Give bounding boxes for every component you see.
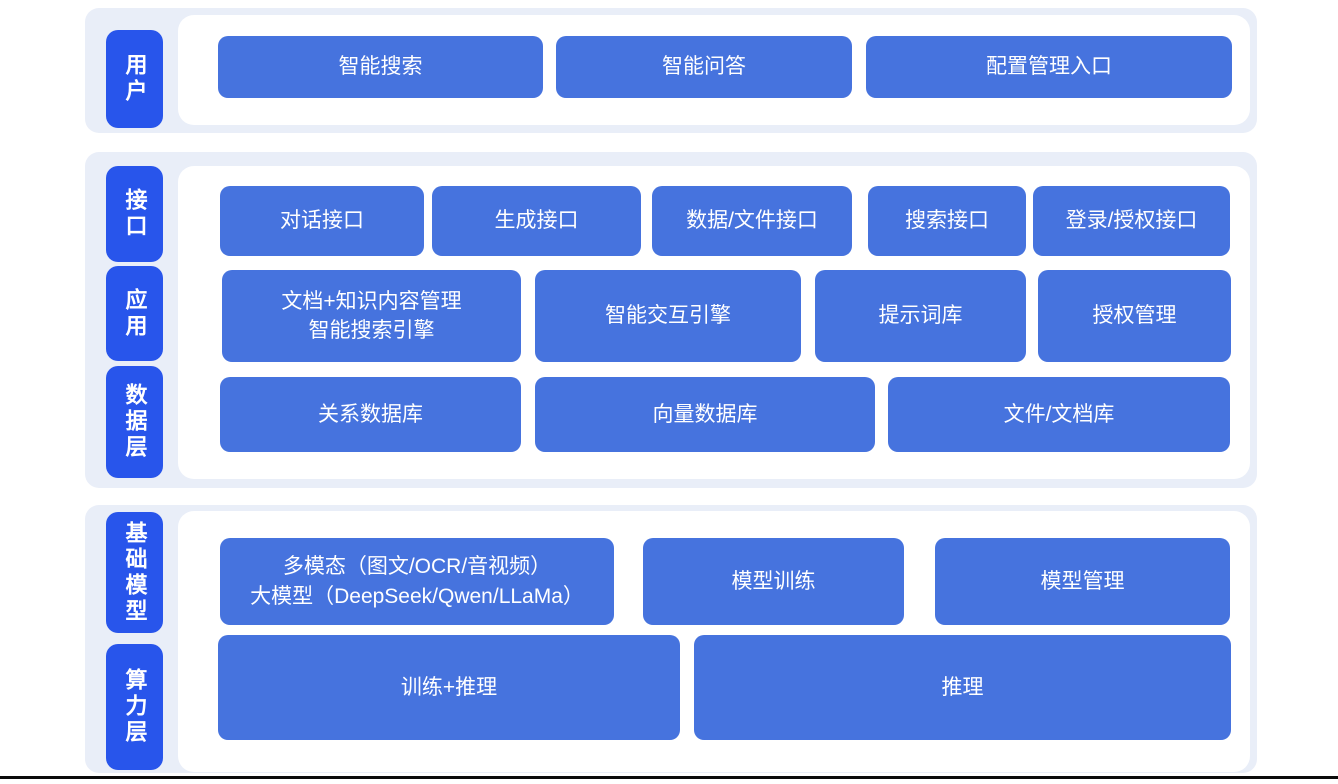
node-login-auth-api: 登录/授权接口 (1033, 186, 1230, 256)
layer-tab-interface-label: 接口 (122, 188, 148, 240)
node-doc-knowledge-management-search-engine: 文档+知识内容管理 智能搜索引擎 (222, 270, 521, 362)
node-vector-db: 向量数据库 (535, 377, 875, 452)
node-generation-api: 生成接口 (432, 186, 641, 256)
node-auth-management: 授权管理 (1038, 270, 1231, 362)
node-dialog-api: 对话接口 (220, 186, 424, 256)
layer-tab-user: 用户 (106, 30, 163, 128)
node-intelligent-interaction-engine: 智能交互引擎 (535, 270, 801, 362)
layer-tab-compute: 算力层 (106, 644, 163, 770)
node-relational-db: 关系数据库 (220, 377, 521, 452)
node-prompt-library: 提示词库 (815, 270, 1026, 362)
node-config-management-entry: 配置管理入口 (866, 36, 1232, 98)
layer-tab-data: 数据层 (106, 366, 163, 478)
node-file-doc-store: 文件/文档库 (888, 377, 1230, 452)
node-search-api: 搜索接口 (868, 186, 1026, 256)
node-intelligent-qa: 智能问答 (556, 36, 852, 98)
node-inference: 推理 (694, 635, 1231, 740)
node-model-management: 模型管理 (935, 538, 1230, 625)
layer-tab-user-label: 用户 (122, 53, 148, 105)
node-multimodal-llm: 多模态（图文/OCR/音视频） 大模型（DeepSeek/Qwen/LLaMa） (220, 538, 614, 625)
bottom-border-line (0, 776, 1338, 779)
layer-tab-application-label: 应用 (122, 287, 148, 340)
layer-tab-foundation-model: 基础模型 (106, 512, 163, 633)
layer-tab-data-label: 数据层 (122, 383, 148, 461)
node-model-training: 模型训练 (643, 538, 904, 625)
node-training-inference: 训练+推理 (218, 635, 680, 740)
layer-tab-application: 应用 (106, 266, 163, 361)
node-data-file-api: 数据/文件接口 (652, 186, 852, 256)
layer-tab-compute-label: 算力层 (122, 668, 148, 746)
layer-tab-interface: 接口 (106, 166, 163, 262)
layer-tab-foundation-model-label: 基础模型 (122, 520, 148, 625)
node-intelligent-search: 智能搜索 (218, 36, 543, 98)
